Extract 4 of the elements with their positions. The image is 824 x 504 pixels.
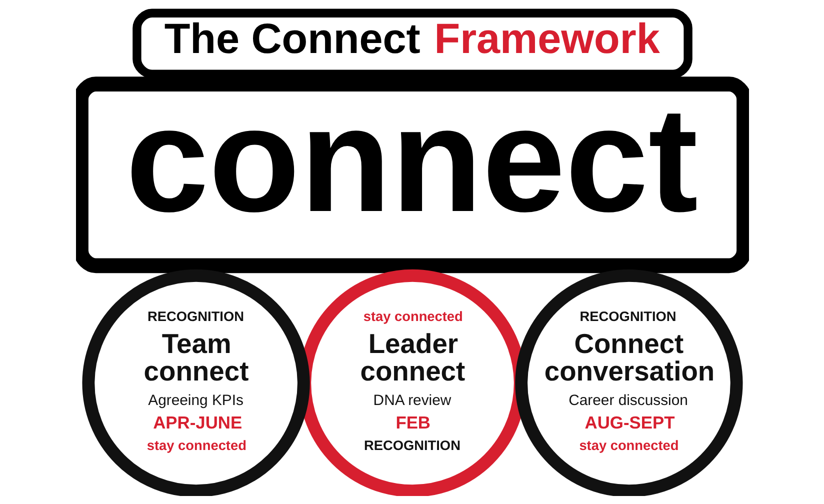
node-box: The Connect Framework <box>132 8 692 78</box>
node-circle: RECOGNITION Team connect Agreeing KPIs APR-JUNE stay connected <box>82 269 310 496</box>
node-circle: RECOGNITION Connect conversation Career discussion AUG-SEPT stay connected <box>514 269 742 496</box>
node-box: connect <box>76 76 748 274</box>
